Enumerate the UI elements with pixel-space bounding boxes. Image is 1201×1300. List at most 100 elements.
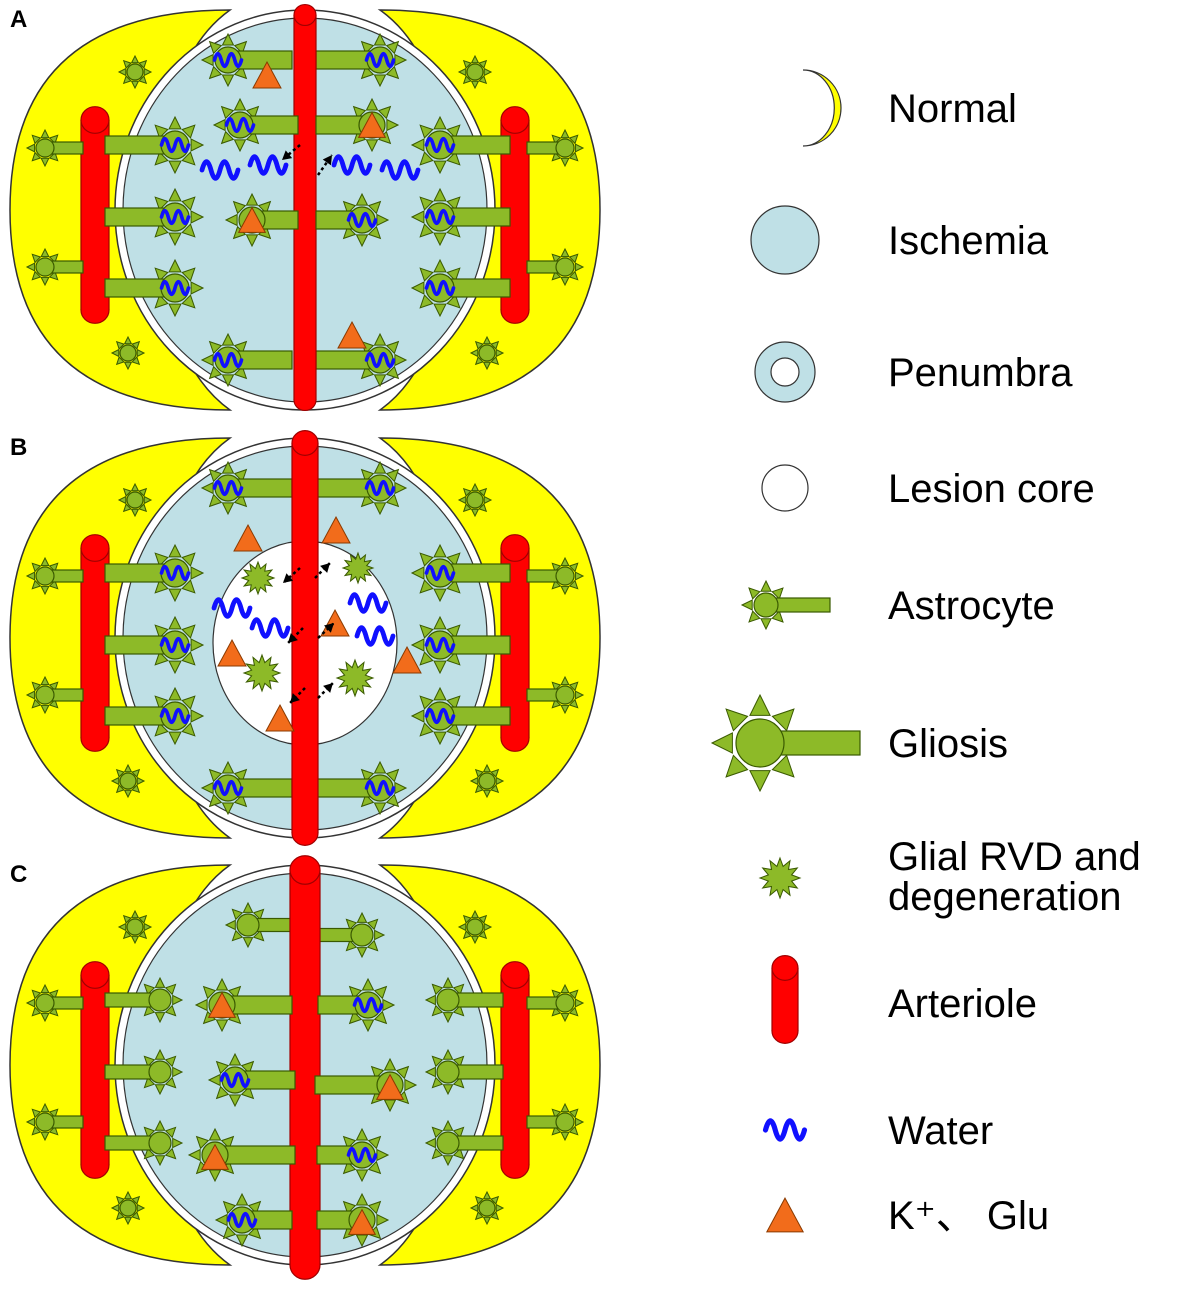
legend-label: Astrocyte: [888, 584, 1055, 628]
astrocyte-icon: [424, 976, 504, 1024]
water-wave-icon: [364, 779, 396, 797]
triangle-icon: [252, 60, 282, 89]
starburst-icon: [335, 658, 375, 698]
starburst-icon: [242, 653, 282, 693]
astrocyte-icon: [469, 763, 505, 799]
astrocyte-icon: [200, 460, 293, 516]
arrow-icon: [287, 627, 304, 644]
ischemia-circle-icon: [750, 205, 820, 275]
arteriole-center: [291, 430, 319, 846]
white-circle-icon: [761, 464, 809, 512]
astrocyte-icon: [104, 615, 205, 675]
triangle-icon: [217, 638, 247, 667]
legend-label-line: degeneration: [888, 875, 1122, 919]
arteriole-right: [500, 961, 530, 1179]
astrocyte-icon: [104, 1048, 184, 1096]
astrocyte-icon: [25, 1102, 84, 1142]
water-wave-icon: [212, 479, 244, 497]
water-wave-icon: [159, 707, 191, 725]
ring-icon: [754, 341, 816, 403]
water-wave-icon: [159, 636, 191, 654]
astrocyte-icon: [110, 335, 146, 371]
astrocyte-icon: [224, 901, 293, 949]
panel-a: A: [9, 3, 601, 412]
astrocyte-icon: [526, 983, 585, 1023]
astrocyte-icon: [104, 1119, 184, 1167]
triangle-icon: [237, 206, 267, 233]
astrocyte-icon: [110, 1190, 146, 1226]
water-wave-icon: [424, 564, 456, 582]
arrow-icon: [314, 562, 331, 579]
water-wave-icon: [424, 208, 456, 226]
astrocyte-icon: [740, 579, 831, 631]
water-wave-icon: [424, 636, 456, 654]
triangle-icon: [207, 991, 237, 1018]
triangle-icon: [357, 111, 387, 138]
legend-label: Ischemia: [888, 219, 1049, 263]
water-wave-icon: [346, 1146, 378, 1164]
triangle-icon: [265, 703, 295, 732]
astrocyte-icon: [410, 187, 511, 247]
triangle-icon: [392, 645, 422, 674]
astrocyte-icon: [526, 556, 585, 596]
astrocyte-icon: [315, 32, 408, 88]
water-wave-icon: [354, 625, 396, 647]
triangle-icon: [233, 523, 263, 552]
astrocyte-icon: [25, 556, 84, 596]
astrocyte-icon: [424, 1119, 504, 1167]
panel-label: C: [10, 861, 27, 888]
astrocyte-icon: [317, 911, 386, 959]
legend-item-k-glu: K⁺、 Glu: [765, 1194, 1049, 1238]
arteriole-icon: [771, 955, 799, 1044]
astrocyte-icon: [469, 1190, 505, 1226]
legend-label: Arteriole: [888, 982, 1037, 1026]
legend-label: K⁺、 Glu: [888, 1194, 1049, 1238]
water-wave-icon: [159, 279, 191, 297]
arteriole-center: [293, 3, 317, 412]
water-wave-icon: [212, 779, 244, 797]
water-wave-icon: [159, 564, 191, 582]
astrocyte-icon: [25, 675, 84, 715]
water-wave-icon: [346, 211, 378, 229]
legend-label: Penumbra: [888, 351, 1073, 395]
legend-item-arteriole: Arteriole: [771, 955, 1037, 1044]
starburst-icon: [758, 856, 802, 900]
astrocyte-icon: [457, 909, 493, 945]
gliosis-icon: [710, 693, 861, 793]
astrocyte-icon: [25, 983, 84, 1023]
water-wave-icon: [424, 136, 456, 154]
arrow-icon: [317, 682, 334, 699]
astrocyte-icon: [104, 187, 205, 247]
legend-item-lesion-core: Lesion core: [761, 464, 1095, 512]
arteriole-center: [289, 855, 321, 1280]
triangle-icon: [321, 515, 351, 544]
triangle-icon: [347, 1208, 377, 1235]
panel-b: B: [9, 430, 601, 846]
panel-label: A: [10, 6, 27, 33]
arrow-icon: [317, 622, 335, 639]
water-wave-icon: [224, 116, 256, 134]
water-wave-icon: [159, 208, 191, 226]
astrocyte-icon: [104, 686, 205, 746]
legend-item-penumbra: Penumbra: [754, 341, 1073, 403]
water-wave-icon: [199, 159, 241, 181]
water-wave-icon: [424, 279, 456, 297]
water-wave-icon: [219, 1071, 251, 1089]
triangle-icon: [200, 1143, 230, 1170]
astrocyte-icon: [526, 675, 585, 715]
legend-item-astrocyte: Astrocyte: [740, 579, 1055, 631]
panel-label: B: [10, 434, 27, 461]
water-wave-icon: [212, 351, 244, 369]
water-wave-icon: [364, 51, 396, 69]
legend-label: Normal: [888, 87, 1017, 131]
triangle-icon: [375, 1073, 405, 1100]
astrocyte-icon: [25, 128, 84, 168]
arrow-icon: [281, 144, 301, 161]
legend-label-line: Glial RVD and: [888, 835, 1141, 879]
water-wave-icon: [226, 1211, 258, 1229]
astrocyte-icon: [526, 1102, 585, 1142]
